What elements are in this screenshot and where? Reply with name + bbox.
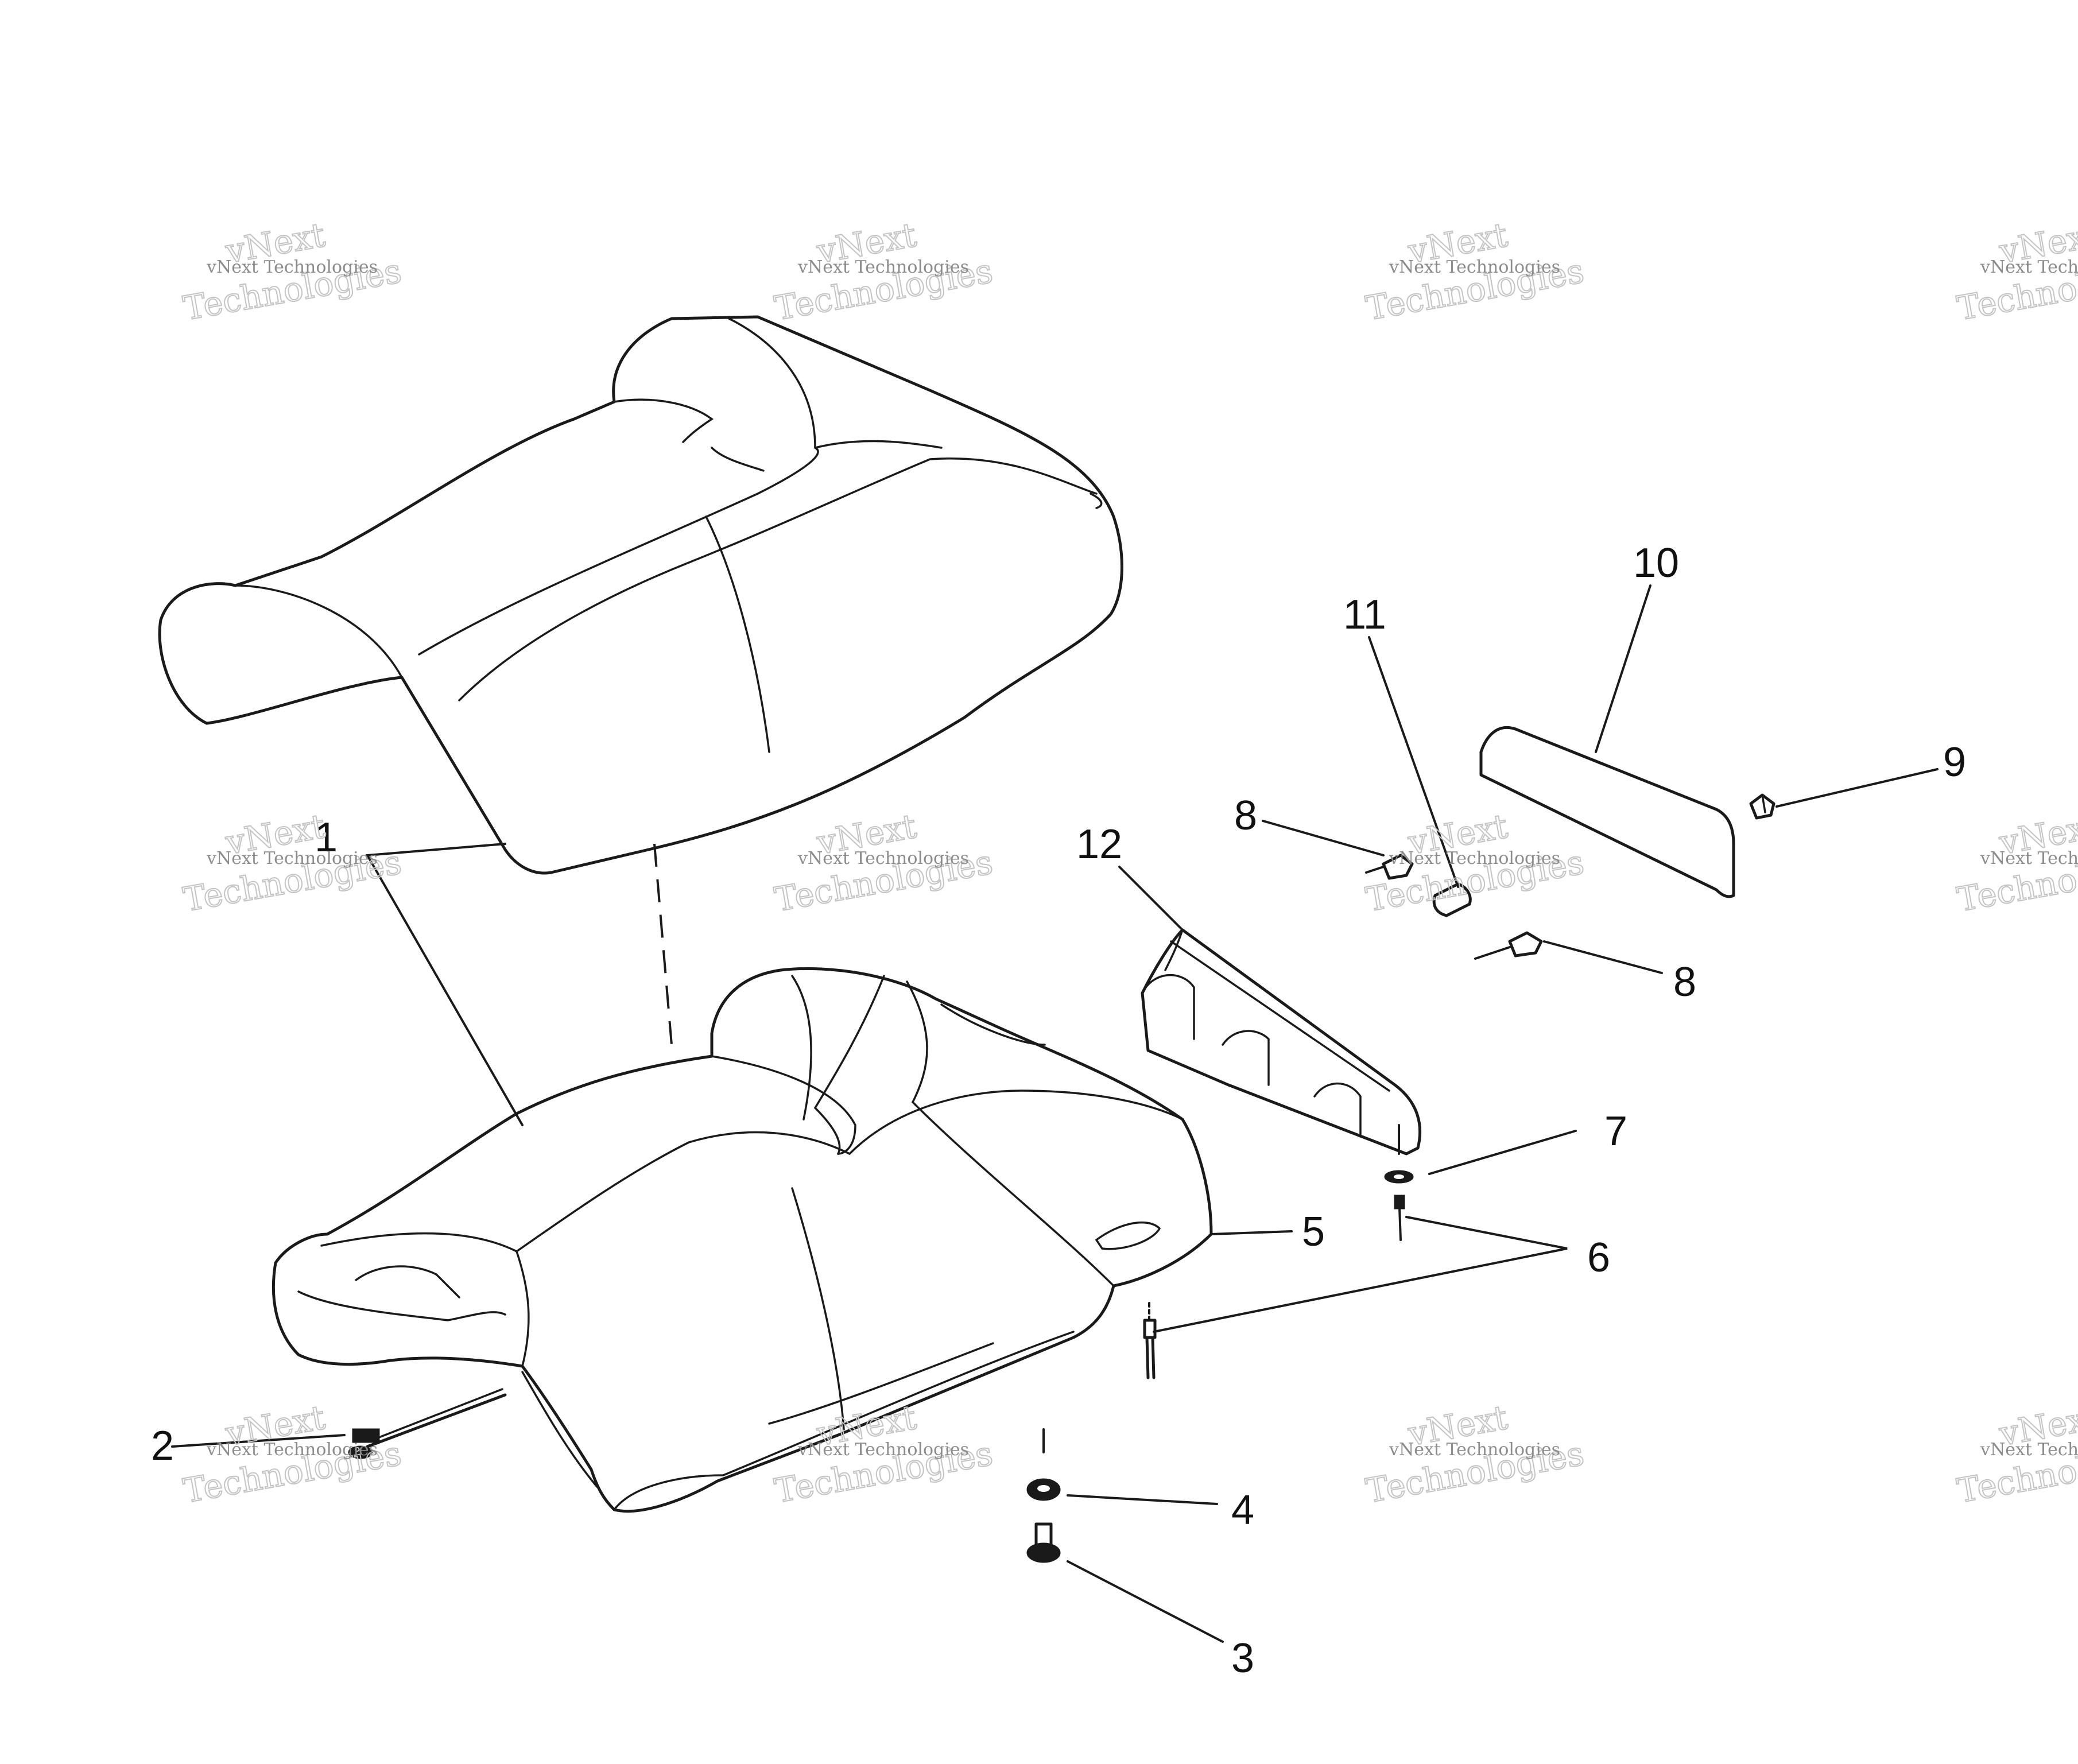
- svg-text:vNext Technologies: vNext Technologies: [797, 1440, 969, 1460]
- washer-4: [1026, 1428, 1061, 1501]
- screw-11: [1432, 882, 1472, 917]
- svg-text:vNext Technologies: vNext Technologies: [1389, 257, 1560, 277]
- svg-text:vNext Technologies: vNext Technologies: [1980, 257, 2078, 277]
- rivet-9: [1749, 793, 1775, 820]
- rivet-8-lower: [1474, 931, 1543, 960]
- svg-text:vNext Technologies: vNext Technologies: [1389, 848, 1560, 869]
- watermark: vNext Technologies vNext Technologies: [771, 1397, 996, 1511]
- svg-text:vNext Technologies: vNext Technologies: [206, 848, 378, 869]
- leader-lines: [171, 584, 1939, 1643]
- watermark: vNext Technologies vNext Technologies: [180, 215, 405, 328]
- callout-1: 1: [315, 815, 338, 860]
- callout-11: 11: [1343, 592, 1386, 638]
- svg-text:vNext Technologies: vNext Technologies: [206, 1440, 378, 1460]
- watermark: vNext Technologies vNext Technologies: [771, 806, 996, 920]
- callout-9: 9: [1943, 739, 1966, 785]
- callouts: 1 2 3 4 5 6 7 8 8 9 10 11 12: [151, 540, 1966, 1681]
- svg-text:vNext Technologies: vNext Technologies: [1980, 1440, 2078, 1460]
- seat-cover: [158, 315, 1123, 875]
- handle-bracket: [1141, 928, 1422, 1156]
- watermark: vNext Technologies vNext Technologies: [180, 806, 405, 920]
- svg-text:vNext Technologies: vNext Technologies: [797, 848, 969, 869]
- callout-2: 2: [151, 1423, 174, 1469]
- callout-5: 5: [1302, 1209, 1325, 1255]
- svg-text:vNext Technologies: vNext Technologies: [797, 257, 969, 277]
- bolt-3: [1026, 1522, 1061, 1563]
- watermark: vNext Technologies vNext Technologies: [1362, 1397, 1587, 1511]
- rear-plate: [1479, 726, 1735, 898]
- watermark: vNext Technologies vNext Technologies: [771, 215, 996, 328]
- rivet-8-upper: [1365, 854, 1414, 880]
- svg-text:vNext Technologies: vNext Technologies: [1980, 848, 2078, 869]
- clip-2: [348, 1388, 507, 1459]
- callout-7: 7: [1604, 1108, 1627, 1154]
- watermark: vNext Technologies vNext Technologies: [1362, 215, 1587, 328]
- screw-6: [1394, 1195, 1405, 1241]
- callout-12: 12: [1076, 821, 1122, 867]
- seat-base: [272, 967, 1213, 1513]
- callout-6: 6: [1587, 1235, 1610, 1281]
- watermark: vNext Technologies vNext Technologies: [1953, 806, 2078, 920]
- watermark: vNext Technologies vNext Technologies: [180, 1397, 405, 1511]
- assembly-line: [653, 843, 673, 1045]
- callout-3: 3: [1231, 1635, 1254, 1681]
- svg-text:vNext Technologies: vNext Technologies: [1389, 1440, 1560, 1460]
- watermark: vNext Technologies vNext Technologies: [1953, 1397, 2078, 1511]
- callout-8-upper: 8: [1234, 793, 1257, 839]
- callout-4: 4: [1231, 1487, 1254, 1533]
- callout-8-lower: 8: [1673, 959, 1696, 1005]
- washer-7: [1384, 1124, 1414, 1184]
- watermark: vNext Technologies vNext Technologies: [1362, 806, 1587, 920]
- stud-6: [1143, 1302, 1157, 1379]
- svg-text:vNext Technologies: vNext Technologies: [206, 257, 378, 277]
- watermark: vNext Technologies vNext Technologies: [1953, 215, 2078, 328]
- callout-10: 10: [1633, 540, 1679, 586]
